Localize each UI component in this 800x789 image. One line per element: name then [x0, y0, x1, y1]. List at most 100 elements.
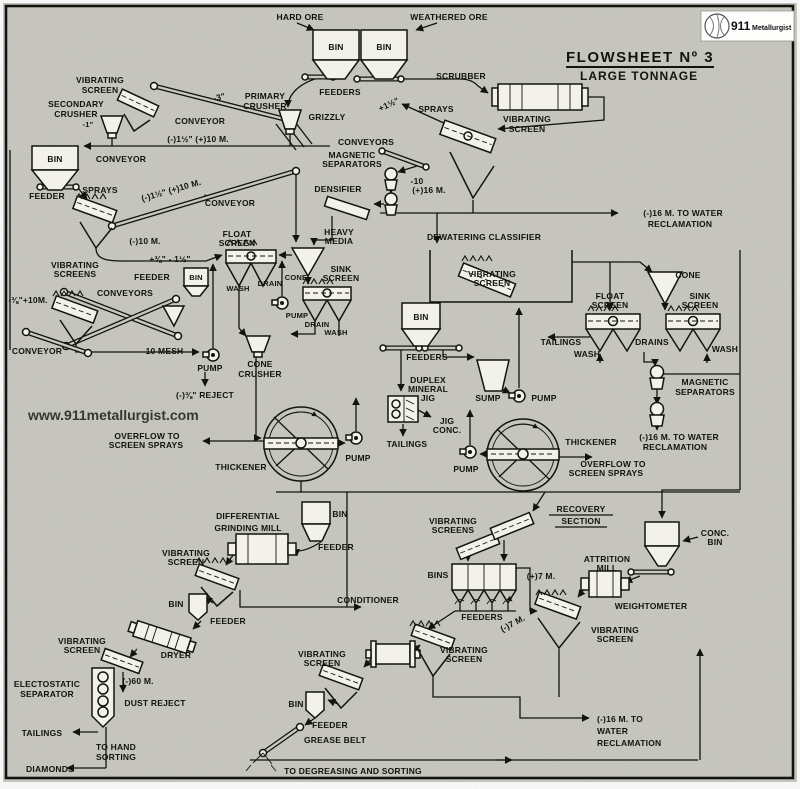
attrition-screen — [533, 590, 582, 650]
label-pump: PUMP — [345, 453, 370, 463]
label-water-reclamation-top: RECLAMATION — [648, 219, 712, 229]
label-magnetic-separators: MAGNETIC — [329, 150, 376, 160]
label-drain: DRAIN — [258, 279, 283, 288]
flowsheet-subtitle: LARGE TONNAGE — [580, 69, 698, 83]
label-water-reclamation-bottom: WATER — [597, 726, 628, 736]
logo-911-metallurgist: 911 Metallurgist — [700, 10, 795, 42]
bin-bottom-center — [305, 691, 325, 720]
vibrating-screens-left — [50, 294, 99, 346]
label-float-screen: FLOAT — [596, 291, 625, 301]
conveyor-belt — [21, 327, 93, 358]
grinding-screen — [194, 563, 240, 608]
label-pump: PUMP — [197, 363, 222, 373]
duplex-mineral-jig — [387, 395, 419, 423]
label-magnetic-separators: MAGNETIC — [682, 377, 729, 387]
magnetic-separator — [384, 167, 398, 191]
cone-right — [646, 271, 684, 306]
label-dewatering-classifier: DEWATERING CLASSIFIER — [427, 232, 541, 242]
label-bin: BIN — [47, 154, 62, 164]
spray-screen-left — [71, 195, 118, 250]
watermark-url: www.911metallurgist.com — [27, 407, 199, 423]
labels-layer: HARD ORE WEATHERED ORE BIN BIN FEEDERS S… — [8, 12, 738, 776]
label-diamonds: DIAMONDS — [26, 764, 74, 774]
label-water-reclamation-mid: RECLAMATION — [643, 442, 707, 452]
label-pump: PUMP — [453, 464, 478, 474]
sump-box — [476, 359, 510, 392]
label-conc-bin: CONC. — [701, 528, 729, 538]
label-jig-conc: JIG — [440, 416, 454, 426]
label-bins: BINS — [427, 570, 448, 580]
label-duplex-mineral-jig: JIG — [421, 393, 435, 403]
label-vibrating-screen: SCREEN — [64, 645, 101, 655]
magnetic-separator — [384, 192, 398, 216]
label-sink-screen: SCREEN — [323, 273, 360, 283]
thickener-left-unit — [263, 406, 339, 482]
label-cone: CONE — [285, 273, 307, 282]
label-sink-screen: SINK — [689, 291, 711, 301]
bin-grinding-small — [188, 593, 208, 622]
label-vibrating-screen: VIBRATING — [468, 269, 516, 279]
label-primary-crusher: CRUSHER — [243, 101, 286, 111]
label-m1-5-p10: (-)1½" (+)10 M. — [167, 134, 229, 144]
funnel-left — [161, 305, 186, 328]
label-conveyor: CONVEYOR — [96, 154, 146, 164]
diagram-border — [4, 4, 795, 780]
label-m10-p16: -10 — [411, 176, 424, 186]
label-weathered-ore: WEATHERED ORE — [410, 12, 488, 22]
classifier-screen — [457, 262, 517, 298]
label-primary-crusher: PRIMARY — [245, 91, 285, 101]
label-feeders: FEEDERS — [461, 612, 503, 622]
label-cone-crusher: CRUSHER — [238, 369, 281, 379]
logo-number: 911 — [731, 19, 751, 33]
conditioner-unit — [365, 640, 421, 668]
densifier-unit — [323, 195, 371, 221]
dewatering-classifier-box — [429, 250, 573, 303]
pump — [345, 431, 363, 445]
label-grease-belt: GREASE BELT — [304, 735, 367, 745]
label-bin: BIN — [328, 42, 343, 52]
label-attrition-mill: ATTRITION — [584, 554, 631, 564]
scrubber-drum — [491, 83, 589, 111]
vibrating-screen-scrubber — [438, 119, 497, 200]
label-m10-p16: (+)16 M. — [412, 185, 445, 195]
float-screen-left — [225, 249, 277, 288]
bin-hard-ore — [311, 29, 361, 80]
dryer-unit — [127, 619, 197, 655]
label-vibrating-screen: VIBRATING — [591, 625, 639, 635]
label-overflow: SCREEN SPRAYS — [109, 440, 184, 450]
label-vibrating-screens: SCREENS — [432, 525, 475, 535]
label-hard-ore: HARD ORE — [277, 12, 324, 22]
label-feeders: FEEDERS — [319, 87, 361, 97]
bin-weathered-ore — [359, 29, 409, 80]
label-bin: BIN — [332, 509, 347, 519]
label-pump: PUMP — [286, 311, 308, 320]
label-m60: (-)60 M. — [122, 676, 153, 686]
label-thickener: THICKENER — [565, 437, 616, 447]
label-conveyor: CONVEYOR — [175, 116, 225, 126]
label-wash: WASH — [712, 344, 738, 354]
label-water-reclamation-mid: (-)16 M. TO WATER — [639, 432, 719, 442]
label-conditioner: CONDITIONER — [337, 595, 399, 605]
label-dryer: DRYER — [161, 650, 191, 660]
label-duplex-mineral-jig: MINERAL — [408, 384, 448, 394]
label-grizzly: GRIZZLY — [309, 112, 346, 122]
label-overflow: OVERFLOW TO — [114, 431, 180, 441]
label-drains: DRAINS — [635, 337, 669, 347]
primary-crusher — [277, 109, 303, 135]
label-attrition-mill: MILL — [597, 563, 618, 573]
label-vibrating-screen: VIBRATING — [503, 114, 551, 124]
label-wash: WASH — [324, 328, 347, 337]
label-bin: BIN — [288, 699, 303, 709]
label-m10: (-)10 M. — [129, 236, 160, 246]
label-conveyor: CONVEYOR — [205, 198, 255, 208]
conveyors — [21, 81, 430, 772]
label-dust-reject: DUST REJECT — [124, 698, 186, 708]
label-pump: PUMP — [531, 393, 556, 403]
label-sprays: SPRAYS — [82, 185, 118, 195]
label-to-hand-sorting: SORTING — [96, 752, 136, 762]
conveyor-belt — [61, 294, 181, 351]
cone-crusher-unit — [244, 335, 272, 358]
label-float-screen: FLOAT — [223, 229, 252, 239]
attrition-mill-unit — [580, 570, 630, 598]
